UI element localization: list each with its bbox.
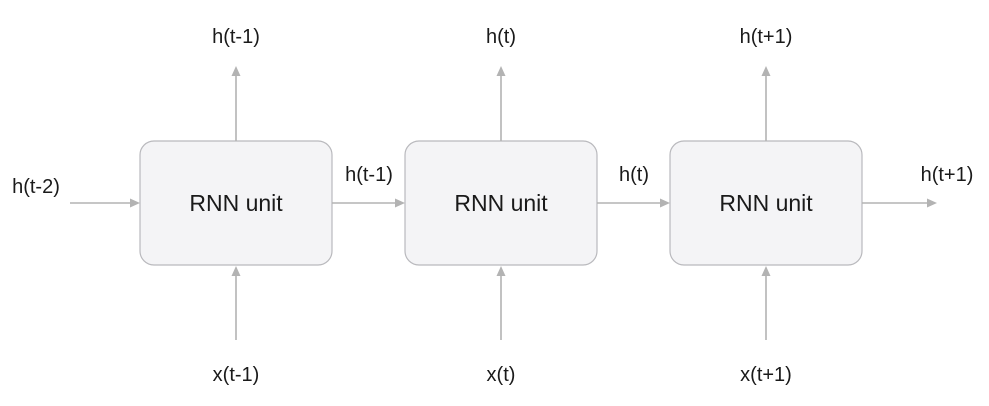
input-arrow-1 — [231, 266, 241, 340]
output-arrow-3 — [761, 66, 771, 141]
recurrent-label-0: h(t-2) — [12, 176, 60, 198]
recurrent-label-1: h(t-1) — [345, 164, 393, 186]
recurrent-arrow-2 — [597, 198, 670, 208]
rnn-unit-2-label: RNN unit — [454, 190, 548, 216]
output-arrow-1 — [231, 66, 241, 141]
rnn-unit-2: RNN unit — [404, 140, 598, 266]
input-arrow-3 — [761, 266, 771, 340]
recurrent-arrow-1 — [332, 198, 405, 208]
output-label-3: h(t+1) — [740, 26, 793, 48]
output-arrow-2 — [496, 66, 506, 141]
rnn-unit-3: RNN unit — [669, 140, 863, 266]
input-label-2: x(t) — [487, 364, 516, 386]
recurrent-arrow-0 — [70, 198, 140, 208]
recurrent-label-3: h(t+1) — [921, 164, 974, 186]
rnn-unit-1-label: RNN unit — [189, 190, 283, 216]
output-label-1: h(t-1) — [212, 26, 260, 48]
recurrent-arrow-3 — [862, 198, 937, 208]
recurrent-label-2: h(t) — [619, 164, 649, 186]
rnn-unit-3-label: RNN unit — [719, 190, 813, 216]
input-label-3: x(t+1) — [740, 364, 792, 386]
rnn-unit-1: RNN unit — [139, 140, 333, 266]
output-label-2: h(t) — [486, 26, 516, 48]
input-label-1: x(t-1) — [213, 364, 260, 386]
input-arrow-2 — [496, 266, 506, 340]
